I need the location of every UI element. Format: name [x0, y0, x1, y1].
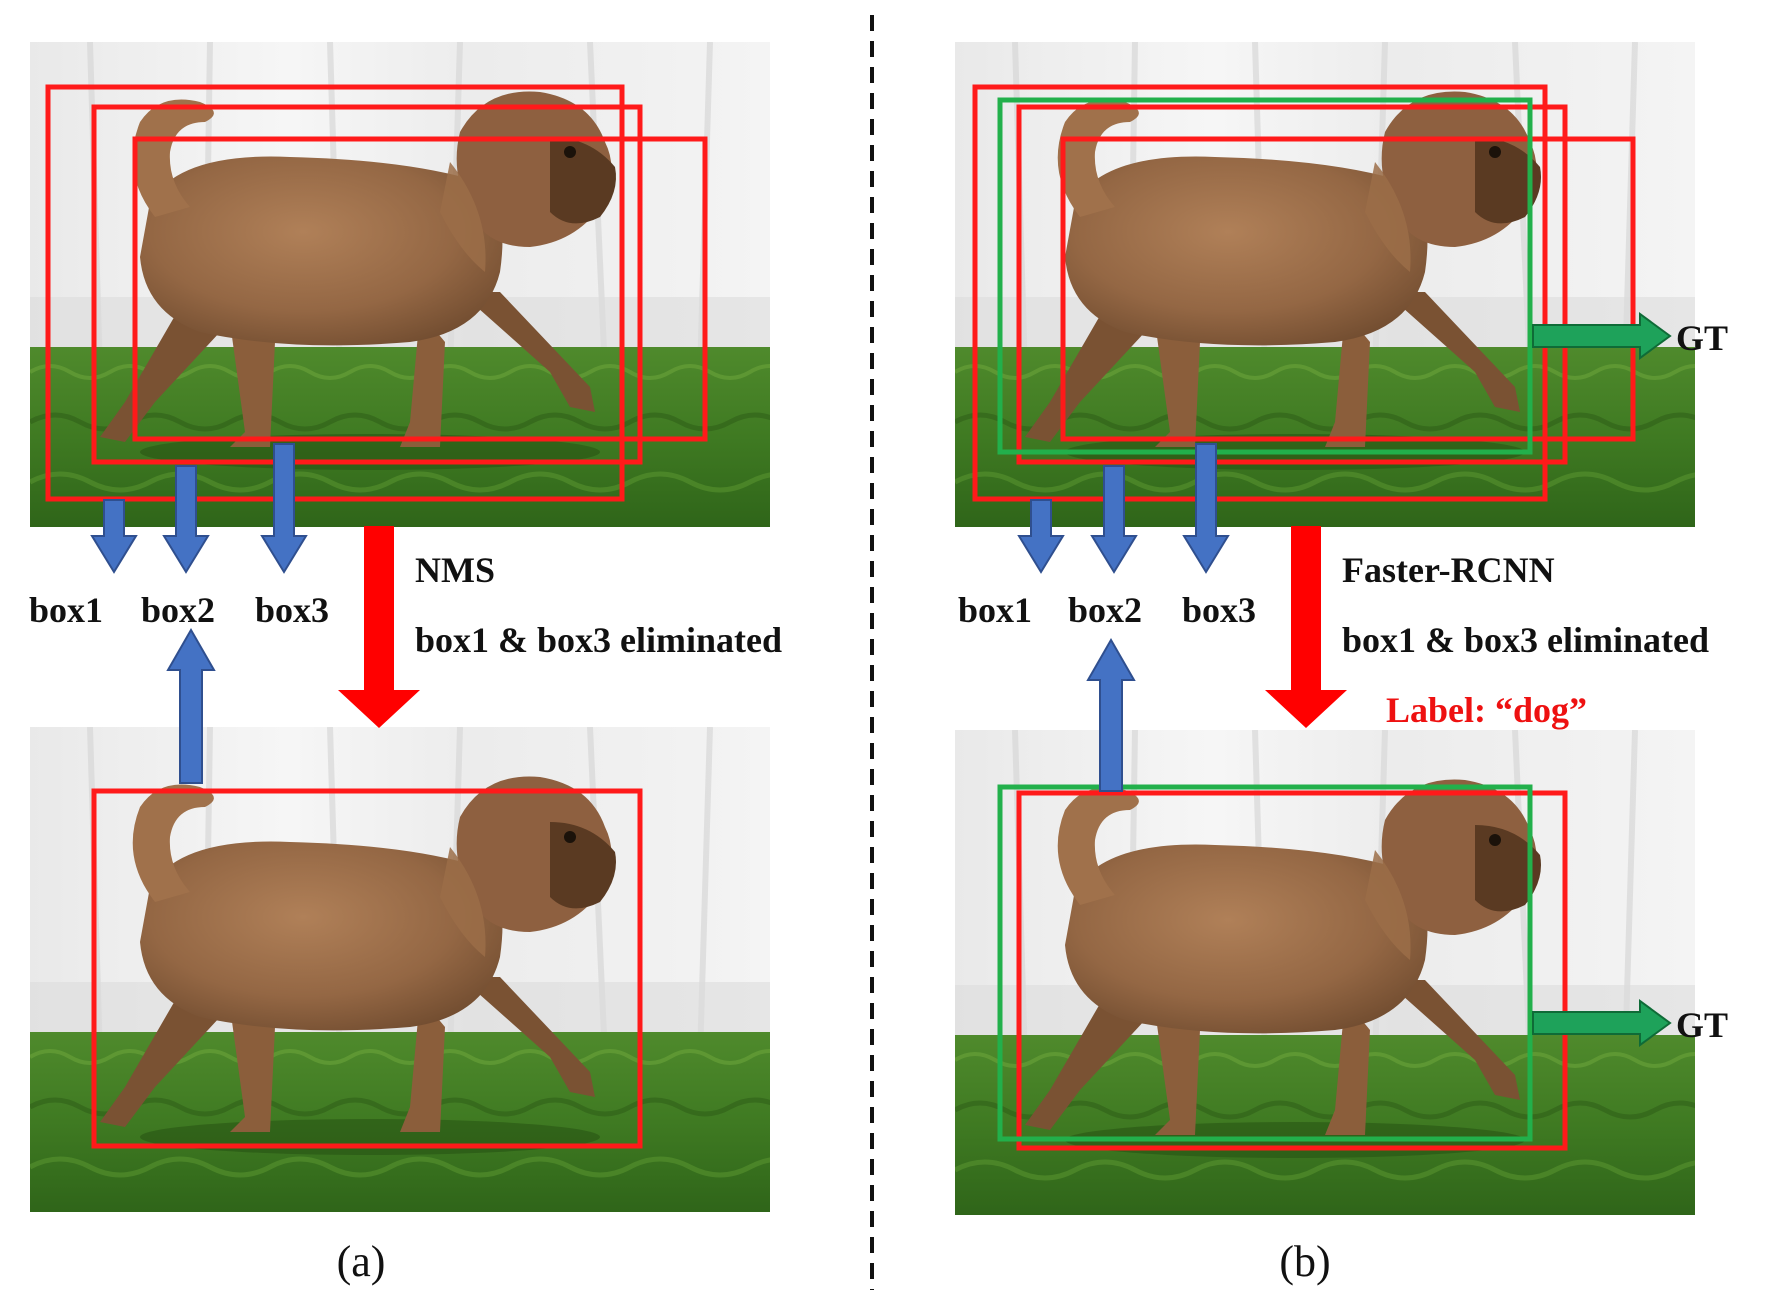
- kept-box-up-arrow-b-icon: [1086, 637, 1136, 792]
- gt-label-top: GT: [1676, 318, 1728, 358]
- gt-label-bottom: GT: [1676, 1005, 1728, 1045]
- panel-a-bottom-photo: [30, 727, 810, 1212]
- kept-box-up-arrow-icon: [166, 627, 216, 784]
- box1-label: box1: [29, 590, 103, 630]
- box2-proposal: [91, 104, 643, 465]
- box1-arrow-icon: [90, 499, 138, 574]
- faster-rcnn-result-label: box1 & box3 eliminated: [1342, 620, 1709, 660]
- class-label-text: Label: “dog”: [1386, 690, 1587, 730]
- panel-b-bottom-photo: [955, 730, 1735, 1215]
- box1-proposal: [45, 84, 625, 502]
- caption-b: (b): [1279, 1237, 1330, 1286]
- nms-result-label: box1 & box3 eliminated: [415, 620, 782, 660]
- kept-box: [91, 788, 643, 1149]
- box3-label-b: box3: [1182, 590, 1256, 630]
- ground-truth-box-bottom: [997, 784, 1533, 1142]
- box1-proposal-b: [972, 84, 1548, 502]
- box1-arrow-b-icon: [1017, 499, 1065, 574]
- box1-label-b: box1: [958, 590, 1032, 630]
- box2-arrow-b-icon: [1090, 465, 1138, 574]
- nms-arrow-icon: [338, 526, 420, 728]
- box2-label: box2: [141, 590, 215, 630]
- panel-a-top-photo: [30, 42, 810, 527]
- gt-arrow-bottom-icon: [1532, 999, 1672, 1047]
- gt-arrow-top-icon: [1532, 312, 1672, 360]
- ground-truth-box-top: [997, 97, 1533, 455]
- box3-arrow-icon: [260, 443, 308, 574]
- panel-b: box1 box2 box3 Faster-RCNN box1 & box3 e…: [955, 42, 1735, 1286]
- faster-rcnn-method-label: Faster-RCNN: [1342, 550, 1555, 590]
- kept-box-b: [1016, 790, 1568, 1151]
- box2-label-b: box2: [1068, 590, 1142, 630]
- box3-label: box3: [255, 590, 329, 630]
- panel-a: box1 box2 box3 NMS box1 & box3 eliminate…: [29, 42, 810, 1286]
- box3-proposal-b: [1060, 136, 1636, 442]
- box3-proposal: [132, 136, 708, 442]
- faster-rcnn-arrow-icon: [1265, 526, 1347, 728]
- nms-method-label: NMS: [415, 550, 495, 590]
- box2-arrow-icon: [162, 465, 210, 574]
- caption-a: (a): [337, 1237, 386, 1286]
- box2-proposal-b: [1016, 104, 1568, 465]
- box3-arrow-b-icon: [1182, 443, 1230, 574]
